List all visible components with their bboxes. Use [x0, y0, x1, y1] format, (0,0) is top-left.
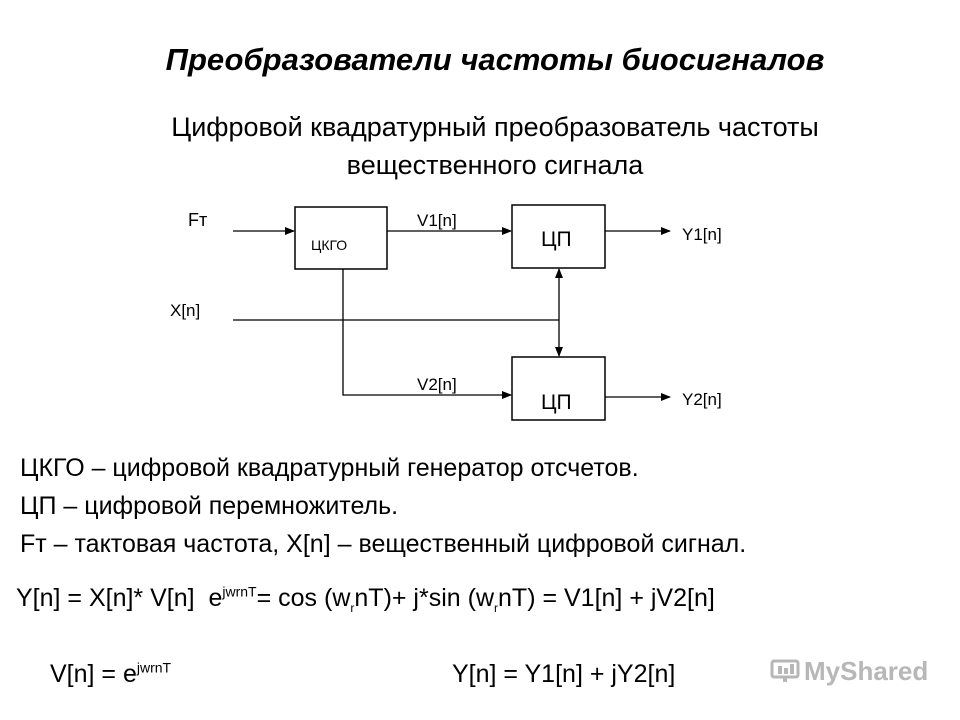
- definition-multiplier: ЦП – цифровой перемножитель.: [20, 492, 399, 520]
- signal-input-label: X[n]: [170, 301, 200, 320]
- v2-arrow: [342, 269, 512, 399]
- multiplier-top-label: ЦП: [541, 228, 572, 251]
- generator-label: ЦКГО: [311, 237, 347, 253]
- multiplier-bottom-label: ЦП: [541, 391, 572, 414]
- v1-label: V1[n]: [417, 211, 457, 230]
- watermark: MyShared: [770, 656, 928, 687]
- y2-label: Y2[n]: [682, 390, 722, 409]
- definition-clock-signal: Fт – тактовая частота, X[n] – вещественн…: [20, 530, 747, 558]
- formula-v: V[n] = ejwrnT: [50, 659, 172, 688]
- generator-block: [294, 206, 388, 270]
- page-title: Преобразователи частоты биосигналов: [165, 42, 825, 77]
- subtitle-line-2: вещественного сигнала: [346, 150, 644, 180]
- formula-expansion: Y[n] = X[n]* V[n] ejwrnT= cos (wrnT)+ j*…: [16, 583, 715, 615]
- presentation-icon: [770, 659, 800, 682]
- y1-label: Y1[n]: [682, 225, 722, 244]
- definition-generator: ЦКГО – цифровой квадратурный генератор о…: [20, 454, 639, 482]
- v2-label: V2[n]: [417, 375, 457, 394]
- formula-y: Y[n] = Y1[n] + jY2[n]: [452, 660, 676, 688]
- clock-input-label: Fт: [188, 210, 207, 230]
- multiplier-bottom-block: [511, 356, 606, 421]
- subtitle-line-1: Цифровой квадратурный преобразователь ча…: [171, 112, 819, 142]
- watermark-text: MyShared: [804, 656, 929, 686]
